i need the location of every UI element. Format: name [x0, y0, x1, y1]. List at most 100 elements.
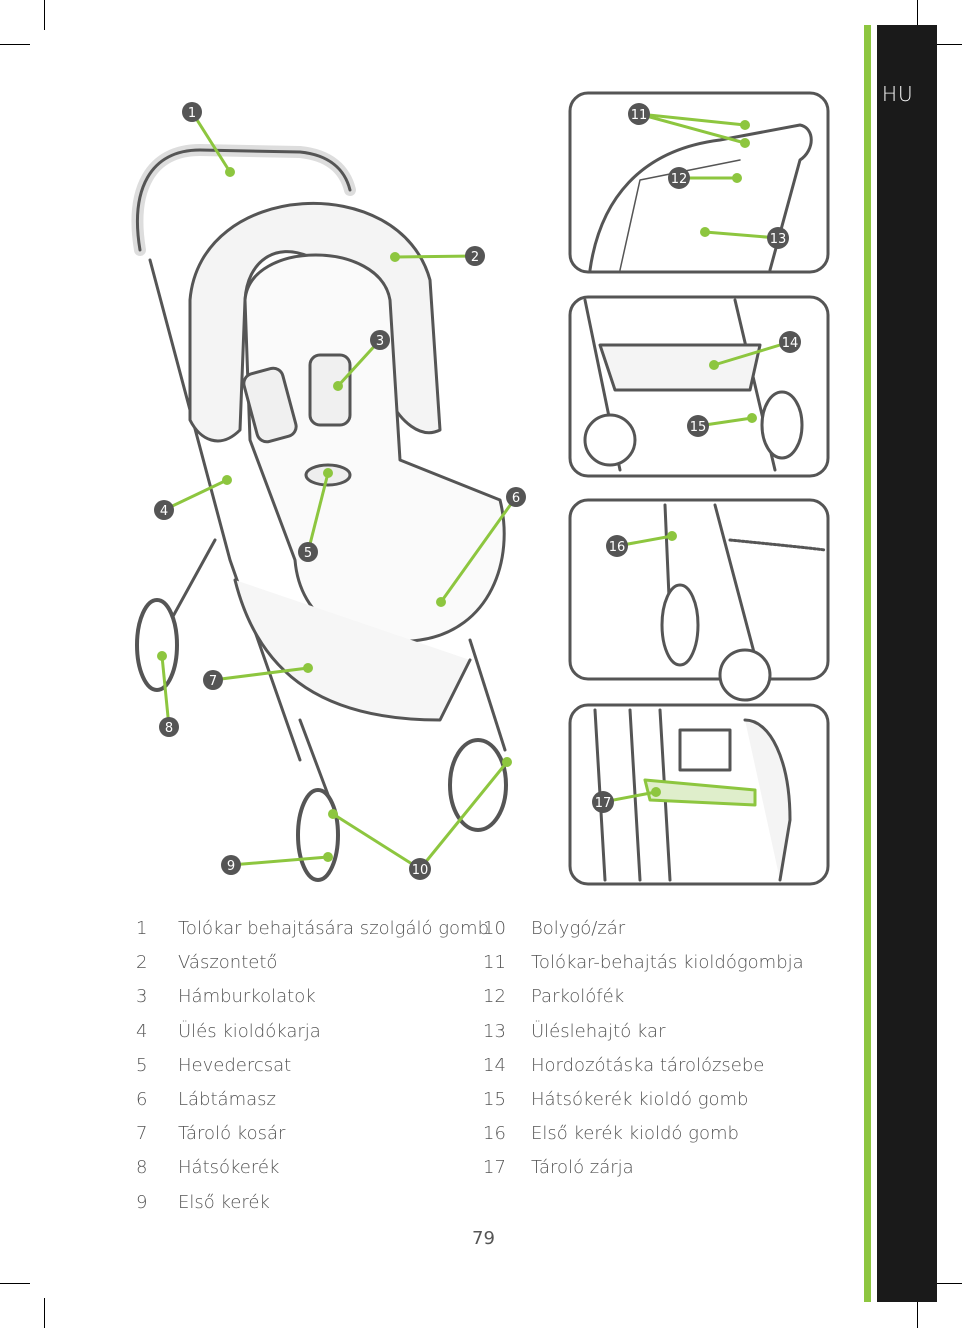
svg-text:10: 10	[412, 863, 429, 878]
crop-mark	[44, 1298, 45, 1328]
accent-stripe	[864, 25, 871, 1302]
legend-item: 7 Tároló kosár	[136, 1123, 489, 1157]
callout-1: 1	[182, 102, 202, 122]
legend-item: 11 Tolókar-behajtás kioldógombja	[483, 952, 804, 986]
legend-item: 2 Vászontető	[136, 952, 489, 986]
crop-mark	[932, 1283, 962, 1284]
svg-text:13: 13	[770, 232, 787, 247]
legend-number: 9	[136, 1191, 148, 1213]
legend-label: Hátsókerék kioldó gomb	[531, 1088, 749, 1110]
svg-text:15: 15	[690, 420, 707, 435]
svg-text:12: 12	[671, 172, 688, 187]
callout-12: 12	[668, 167, 690, 189]
callout-5: 5	[298, 542, 318, 562]
callout-4: 4	[154, 500, 174, 520]
legend-number: 16	[483, 1123, 506, 1145]
svg-text:7: 7	[209, 674, 217, 689]
legend-number: 12	[483, 986, 506, 1008]
crop-mark	[917, 0, 918, 30]
legend-item: 10 Bolygó/zár	[483, 918, 804, 952]
legend-label: Tolókar behajtására szolgáló gomb	[178, 918, 489, 939]
svg-text:2: 2	[471, 250, 479, 265]
language-label: HU	[882, 82, 914, 106]
callout-2: 2	[465, 246, 485, 266]
page-number: 79	[472, 1228, 495, 1249]
legend-item: 8 Hátsókerék	[136, 1157, 489, 1191]
callout-3: 3	[370, 330, 390, 350]
callout-7: 7	[203, 670, 223, 690]
legend-number: 7	[136, 1123, 148, 1145]
svg-text:6: 6	[512, 491, 520, 506]
callout-10: 10	[409, 858, 431, 880]
legend-label: Tároló zárja	[531, 1157, 634, 1179]
legend-number: 14	[483, 1054, 506, 1076]
crop-mark	[0, 44, 30, 45]
svg-text:8: 8	[165, 721, 173, 736]
legend-label: Üléslehajtó kar	[531, 1020, 666, 1042]
callout-8: 8	[159, 717, 179, 737]
svg-text:5: 5	[304, 546, 312, 561]
legend-number: 10	[483, 918, 506, 939]
legend-number: 6	[136, 1088, 148, 1110]
legend-label: Hámburkolatok	[178, 986, 316, 1008]
legend-label: Hevedercsat	[178, 1054, 292, 1076]
legend-item: 13 Üléslehajtó kar	[483, 1021, 804, 1055]
legend-number: 4	[136, 1020, 148, 1042]
legend-label: Ülés kioldókarja	[178, 1020, 321, 1042]
callout-6: 6	[506, 487, 526, 507]
callout-13: 13	[767, 227, 789, 249]
legend-item: 6 Lábtámasz	[136, 1089, 489, 1123]
legend-item: 3 Hámburkolatok	[136, 986, 489, 1020]
crop-mark	[44, 0, 45, 30]
svg-text:1: 1	[188, 106, 196, 121]
legend-label: Parkolófék	[531, 986, 625, 1008]
legend-number: 5	[136, 1054, 148, 1076]
legend-number: 15	[483, 1088, 506, 1110]
callout-15: 15	[687, 415, 709, 437]
crop-mark	[0, 1283, 30, 1284]
legend-item: 15 Hátsókerék kioldó gomb	[483, 1089, 804, 1123]
svg-text:4: 4	[160, 504, 168, 519]
legend-label: Vászontető	[178, 952, 278, 974]
svg-text:11: 11	[631, 108, 648, 123]
callout-9: 9	[221, 855, 241, 875]
legend-number: 3	[136, 986, 148, 1008]
language-tab	[877, 25, 937, 1302]
legend-label: Lábtámasz	[178, 1088, 276, 1110]
crop-mark	[917, 1298, 918, 1328]
legend-number: 13	[483, 1020, 506, 1042]
legend-label: Első kerék	[178, 1191, 270, 1213]
legend-item: 5 Hevedercsat	[136, 1055, 489, 1089]
callout-markers: 1 2 3 4 5 6 7 8 9 10 11 12 13 14 15 16 1…	[154, 102, 801, 880]
svg-text:17: 17	[595, 796, 612, 811]
legend-label: Hordozótáska tárolózsebe	[531, 1054, 765, 1076]
callout-11: 11	[628, 103, 650, 125]
crop-mark	[932, 44, 962, 45]
legend-label: Tároló kosár	[178, 1123, 286, 1145]
legend-label: Bolygó/zár	[531, 918, 626, 939]
callout-14: 14	[779, 331, 801, 353]
legend-label: Hátsókerék	[178, 1157, 280, 1179]
legend-label: Első kerék kioldó gomb	[531, 1123, 739, 1145]
legend-number: 2	[136, 952, 148, 974]
legend-item: 14 Hordozótáska tárolózsebe	[483, 1055, 804, 1089]
callout-leaders	[157, 111, 791, 871]
legend-item: 9 Első kerék	[136, 1192, 489, 1226]
svg-text:14: 14	[782, 336, 799, 351]
stroller-drawing	[131, 91, 830, 886]
legend-number: 11	[483, 952, 506, 974]
svg-text:16: 16	[609, 540, 626, 555]
callout-17: 17	[592, 791, 614, 813]
legend-number: 8	[136, 1157, 148, 1179]
legend-item: 4 Ülés kioldókarja	[136, 1021, 489, 1055]
callout-16: 16	[606, 535, 628, 557]
svg-text:9: 9	[227, 859, 235, 874]
svg-text:3: 3	[376, 334, 384, 349]
legend-label: Tolókar-behajtás kioldógombja	[531, 952, 804, 974]
legend-number: 17	[483, 1157, 506, 1179]
parts-legend-right: 10 Bolygó/zár 11 Tolókar-behajtás kioldógom…	[483, 918, 804, 1192]
legend-item: 17 Tároló zárja	[483, 1157, 804, 1191]
